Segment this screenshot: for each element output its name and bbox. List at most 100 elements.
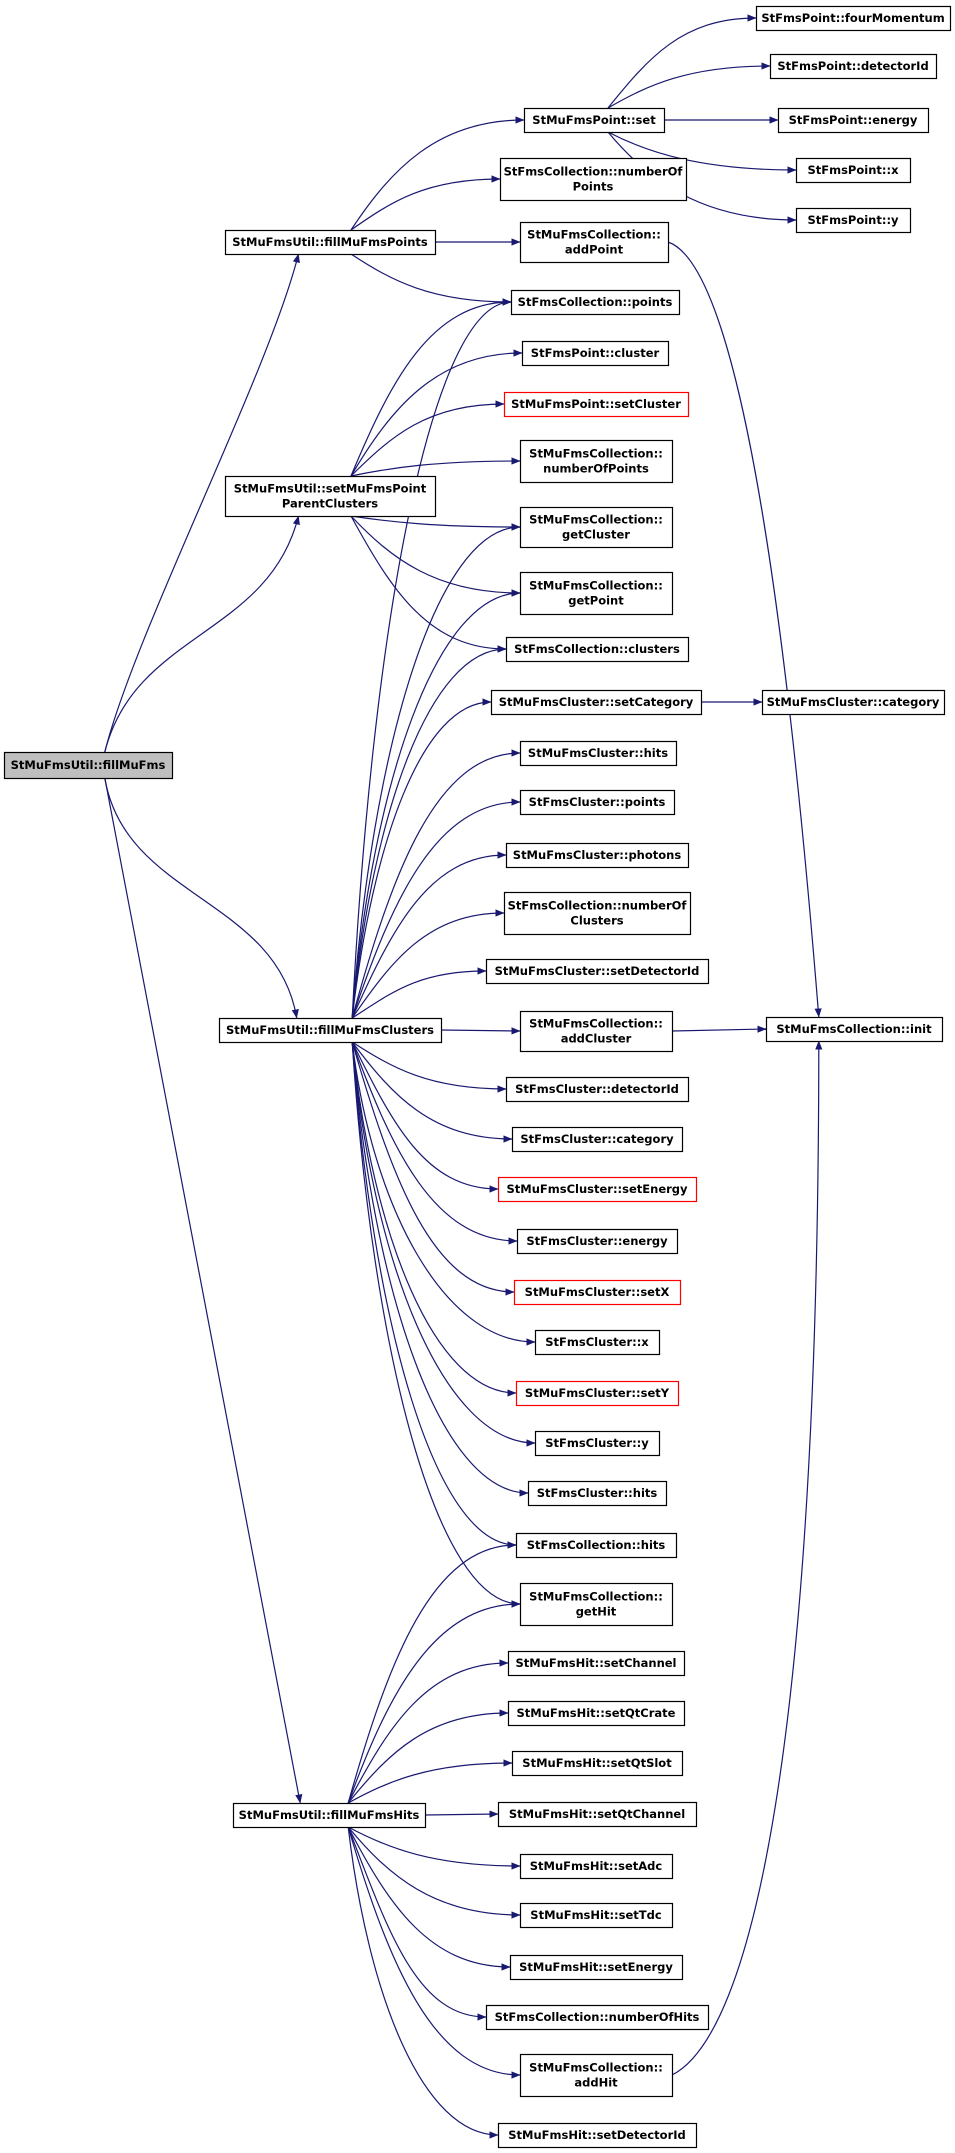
- node-label: StMuFmsHit::setTdc: [530, 1908, 662, 1922]
- node-clusterCategory[interactable]: StFmsCluster::category: [511, 1126, 684, 1153]
- node-label: StFmsCollection::clusters: [514, 642, 680, 656]
- call-edge-fillMuFmsHits-to-setChannel: [347, 1659, 509, 1804]
- node-label: StMuFmsCluster::setEnergy: [506, 1182, 688, 1196]
- call-edge-fillMuFms-to-fillMuFmsHits: [104, 777, 303, 1804]
- node-setQtChannel[interactable]: StMuFmsHit::setQtChannel: [497, 1801, 698, 1828]
- node-label: StFmsCluster::detectorId: [515, 1082, 679, 1096]
- node-muClusterHits[interactable]: StMuFmsCluster::hits: [519, 740, 678, 767]
- call-edge-fillMuFmsPoints-to-pointSet: [350, 116, 525, 231]
- node-collNumberOfPoints[interactable]: StFmsCollection::numberOfPoints: [499, 157, 688, 202]
- node-clusterHits[interactable]: StFmsCluster::hits: [527, 1480, 668, 1507]
- node-label: StFmsCluster::points: [529, 795, 666, 809]
- node-label: StFmsCluster::y: [545, 1436, 649, 1450]
- call-edge-fillMuFmsClusters-to-collNumberOfClusters: [351, 909, 505, 1019]
- node-hitSetDetectorId[interactable]: StMuFmsHit::setDetectorId: [497, 2122, 698, 2149]
- node-label: StMuFmsUtil::fillMuFms: [11, 758, 166, 772]
- node-collClusters[interactable]: StFmsCollection::clusters: [505, 636, 690, 663]
- node-muGetPoint[interactable]: StMuFmsCollection::getPoint: [519, 571, 674, 616]
- node-clusterPoints[interactable]: StFmsCluster::points: [519, 789, 676, 816]
- node-hitSetEnergy[interactable]: StMuFmsHit::setEnergy: [509, 1954, 684, 1981]
- node-muInit[interactable]: StMuFmsCollection::init: [765, 1016, 944, 1043]
- node-setTdc[interactable]: StMuFmsHit::setTdc: [519, 1902, 674, 1929]
- node-muNumberOfPoints[interactable]: StMuFmsCollection::numberOfPoints: [519, 439, 674, 484]
- node-clusterX[interactable]: StFmsCluster::x: [534, 1329, 661, 1356]
- call-edge-fillMuFmsHits-to-muGetHit: [347, 1600, 521, 1804]
- node-setDetectorIdCluster[interactable]: StMuFmsCluster::setDetectorId: [485, 958, 710, 985]
- node-pointX[interactable]: StFmsPoint::x: [795, 157, 912, 184]
- node-fillMuFmsPoints[interactable]: StMuFmsUtil::fillMuFmsPoints: [224, 229, 437, 256]
- node-pointDetectorId[interactable]: StFmsPoint::detectorId: [769, 53, 938, 80]
- node-muGetCluster[interactable]: StMuFmsCollection::getCluster: [519, 506, 674, 549]
- node-muSetY[interactable]: StMuFmsCluster::setY: [515, 1380, 680, 1407]
- node-label: StFmsCluster::x: [545, 1335, 649, 1349]
- node-clusterDetectorId[interactable]: StFmsCluster::detectorId: [505, 1076, 690, 1103]
- node-box: [485, 2004, 710, 2031]
- node-box: [224, 475, 437, 518]
- node-muSetEnergyCluster[interactable]: StMuFmsCluster::setEnergy: [497, 1176, 698, 1203]
- call-edge-fillMuFms-to-fillMuFmsClusters: [104, 777, 299, 1019]
- node-label: StMuFmsCluster::hits: [528, 746, 668, 760]
- node-box: [224, 229, 437, 256]
- node-label: StMuFmsCollection::: [529, 1017, 663, 1031]
- node-muGetHit[interactable]: StMuFmsCollection::getHit: [519, 1582, 674, 1627]
- node-fourMomentum[interactable]: StFmsPoint::fourMomentum: [755, 5, 952, 32]
- call-edge-fillMuFmsHits-to-setTdc: [347, 1826, 521, 1919]
- call-edge-setMuFmsPointParentClusters-to-muNumberOfPoints: [350, 457, 521, 477]
- node-setChannel[interactable]: StMuFmsHit::setChannel: [507, 1650, 686, 1677]
- node-label: StMuFmsCluster::setDetectorId: [495, 964, 700, 978]
- node-fillMuFmsHits[interactable]: StMuFmsUtil::fillMuFmsHits: [232, 1802, 427, 1829]
- node-setQtCrate[interactable]: StMuFmsHit::setQtCrate: [507, 1700, 686, 1727]
- node-label: numberOfPoints: [543, 462, 649, 476]
- node-box: [497, 1176, 698, 1203]
- node-label: StFmsCollection::hits: [527, 1538, 666, 1552]
- call-edge-fillMuFmsPoints-to-collNumberOfPoints: [350, 175, 501, 231]
- node-setQtSlot[interactable]: StMuFmsHit::setQtSlot: [511, 1750, 684, 1777]
- node-label: StMuFmsCluster::photons: [513, 848, 682, 862]
- node-box: [519, 740, 678, 767]
- node-fillMuFmsClusters[interactable]: StMuFmsUtil::fillMuFmsClusters: [218, 1017, 443, 1044]
- call-edge-muAddPoint-to-muInit: [667, 241, 822, 1018]
- node-label: StMuFmsCluster::setCategory: [499, 695, 694, 709]
- node-box: [515, 1532, 678, 1559]
- call-edge-fillMuFmsClusters-to-clusterHits: [351, 1041, 529, 1497]
- node-box: [534, 1329, 661, 1356]
- call-edge-fillMuFmsClusters-to-collClusters: [351, 645, 507, 1019]
- call-edge-fillMuFmsClusters-to-muGetPoint: [351, 589, 521, 1019]
- node-box: [507, 1700, 686, 1727]
- call-edge-fillMuFmsClusters-to-muClusterHits: [351, 749, 521, 1019]
- node-box: [505, 636, 690, 663]
- node-muAddHit[interactable]: StMuFmsCollection::addHit: [519, 2053, 674, 2098]
- node-collHits[interactable]: StFmsCollection::hits: [515, 1532, 678, 1559]
- node-label: StMuFmsPoint::setCluster: [511, 397, 681, 411]
- node-muSetX[interactable]: StMuFmsCluster::setX: [513, 1279, 682, 1306]
- node-collNumberOfHits[interactable]: StFmsCollection::numberOfHits: [485, 2004, 710, 2031]
- node-clusterY[interactable]: StFmsCluster::y: [534, 1430, 661, 1457]
- node-box: [755, 5, 952, 32]
- node-label: getCluster: [562, 528, 630, 542]
- node-label: StMuFmsCluster::setX: [525, 1285, 670, 1299]
- node-setAdc[interactable]: StMuFmsHit::setAdc: [519, 1853, 674, 1880]
- node-clusterEnergy[interactable]: StFmsCluster::energy: [516, 1228, 679, 1255]
- node-muPhotons[interactable]: StMuFmsCluster::photons: [505, 842, 690, 869]
- call-edge-fillMuFmsHits-to-hitSetEnergy: [347, 1826, 511, 1971]
- node-muClusterCategory[interactable]: StMuFmsCluster::category: [761, 689, 946, 716]
- node-pointY[interactable]: StFmsPoint::y: [795, 207, 912, 234]
- node-muAddPoint[interactable]: StMuFmsCollection::addPoint: [519, 221, 670, 264]
- node-muAddCluster[interactable]: StMuFmsCollection::addCluster: [519, 1010, 674, 1053]
- node-box: [218, 1017, 443, 1044]
- node-pointCluster[interactable]: StFmsPoint::cluster: [521, 340, 670, 367]
- node-pointSet[interactable]: StMuFmsPoint::set: [523, 107, 666, 134]
- node-box: [505, 1076, 690, 1103]
- node-pointEnergy[interactable]: StFmsPoint::energy: [777, 107, 930, 134]
- node-box: [519, 1010, 674, 1053]
- node-collPoints[interactable]: StFmsCollection::points: [510, 289, 681, 316]
- node-label: StMuFmsHit::setAdc: [530, 1859, 663, 1873]
- function-nodes: StMuFmsUtil::fillMuFmsStMuFmsUtil::fillM…: [3, 5, 952, 2149]
- node-box: [519, 1902, 674, 1929]
- node-setCategory[interactable]: StMuFmsCluster::setCategory: [490, 689, 703, 716]
- node-fillMuFms[interactable]: StMuFmsUtil::fillMuFms: [3, 751, 174, 780]
- call-edge-fillMuFmsHits-to-setAdc: [347, 1826, 521, 1870]
- node-muSetCluster[interactable]: StMuFmsPoint::setCluster: [503, 391, 690, 418]
